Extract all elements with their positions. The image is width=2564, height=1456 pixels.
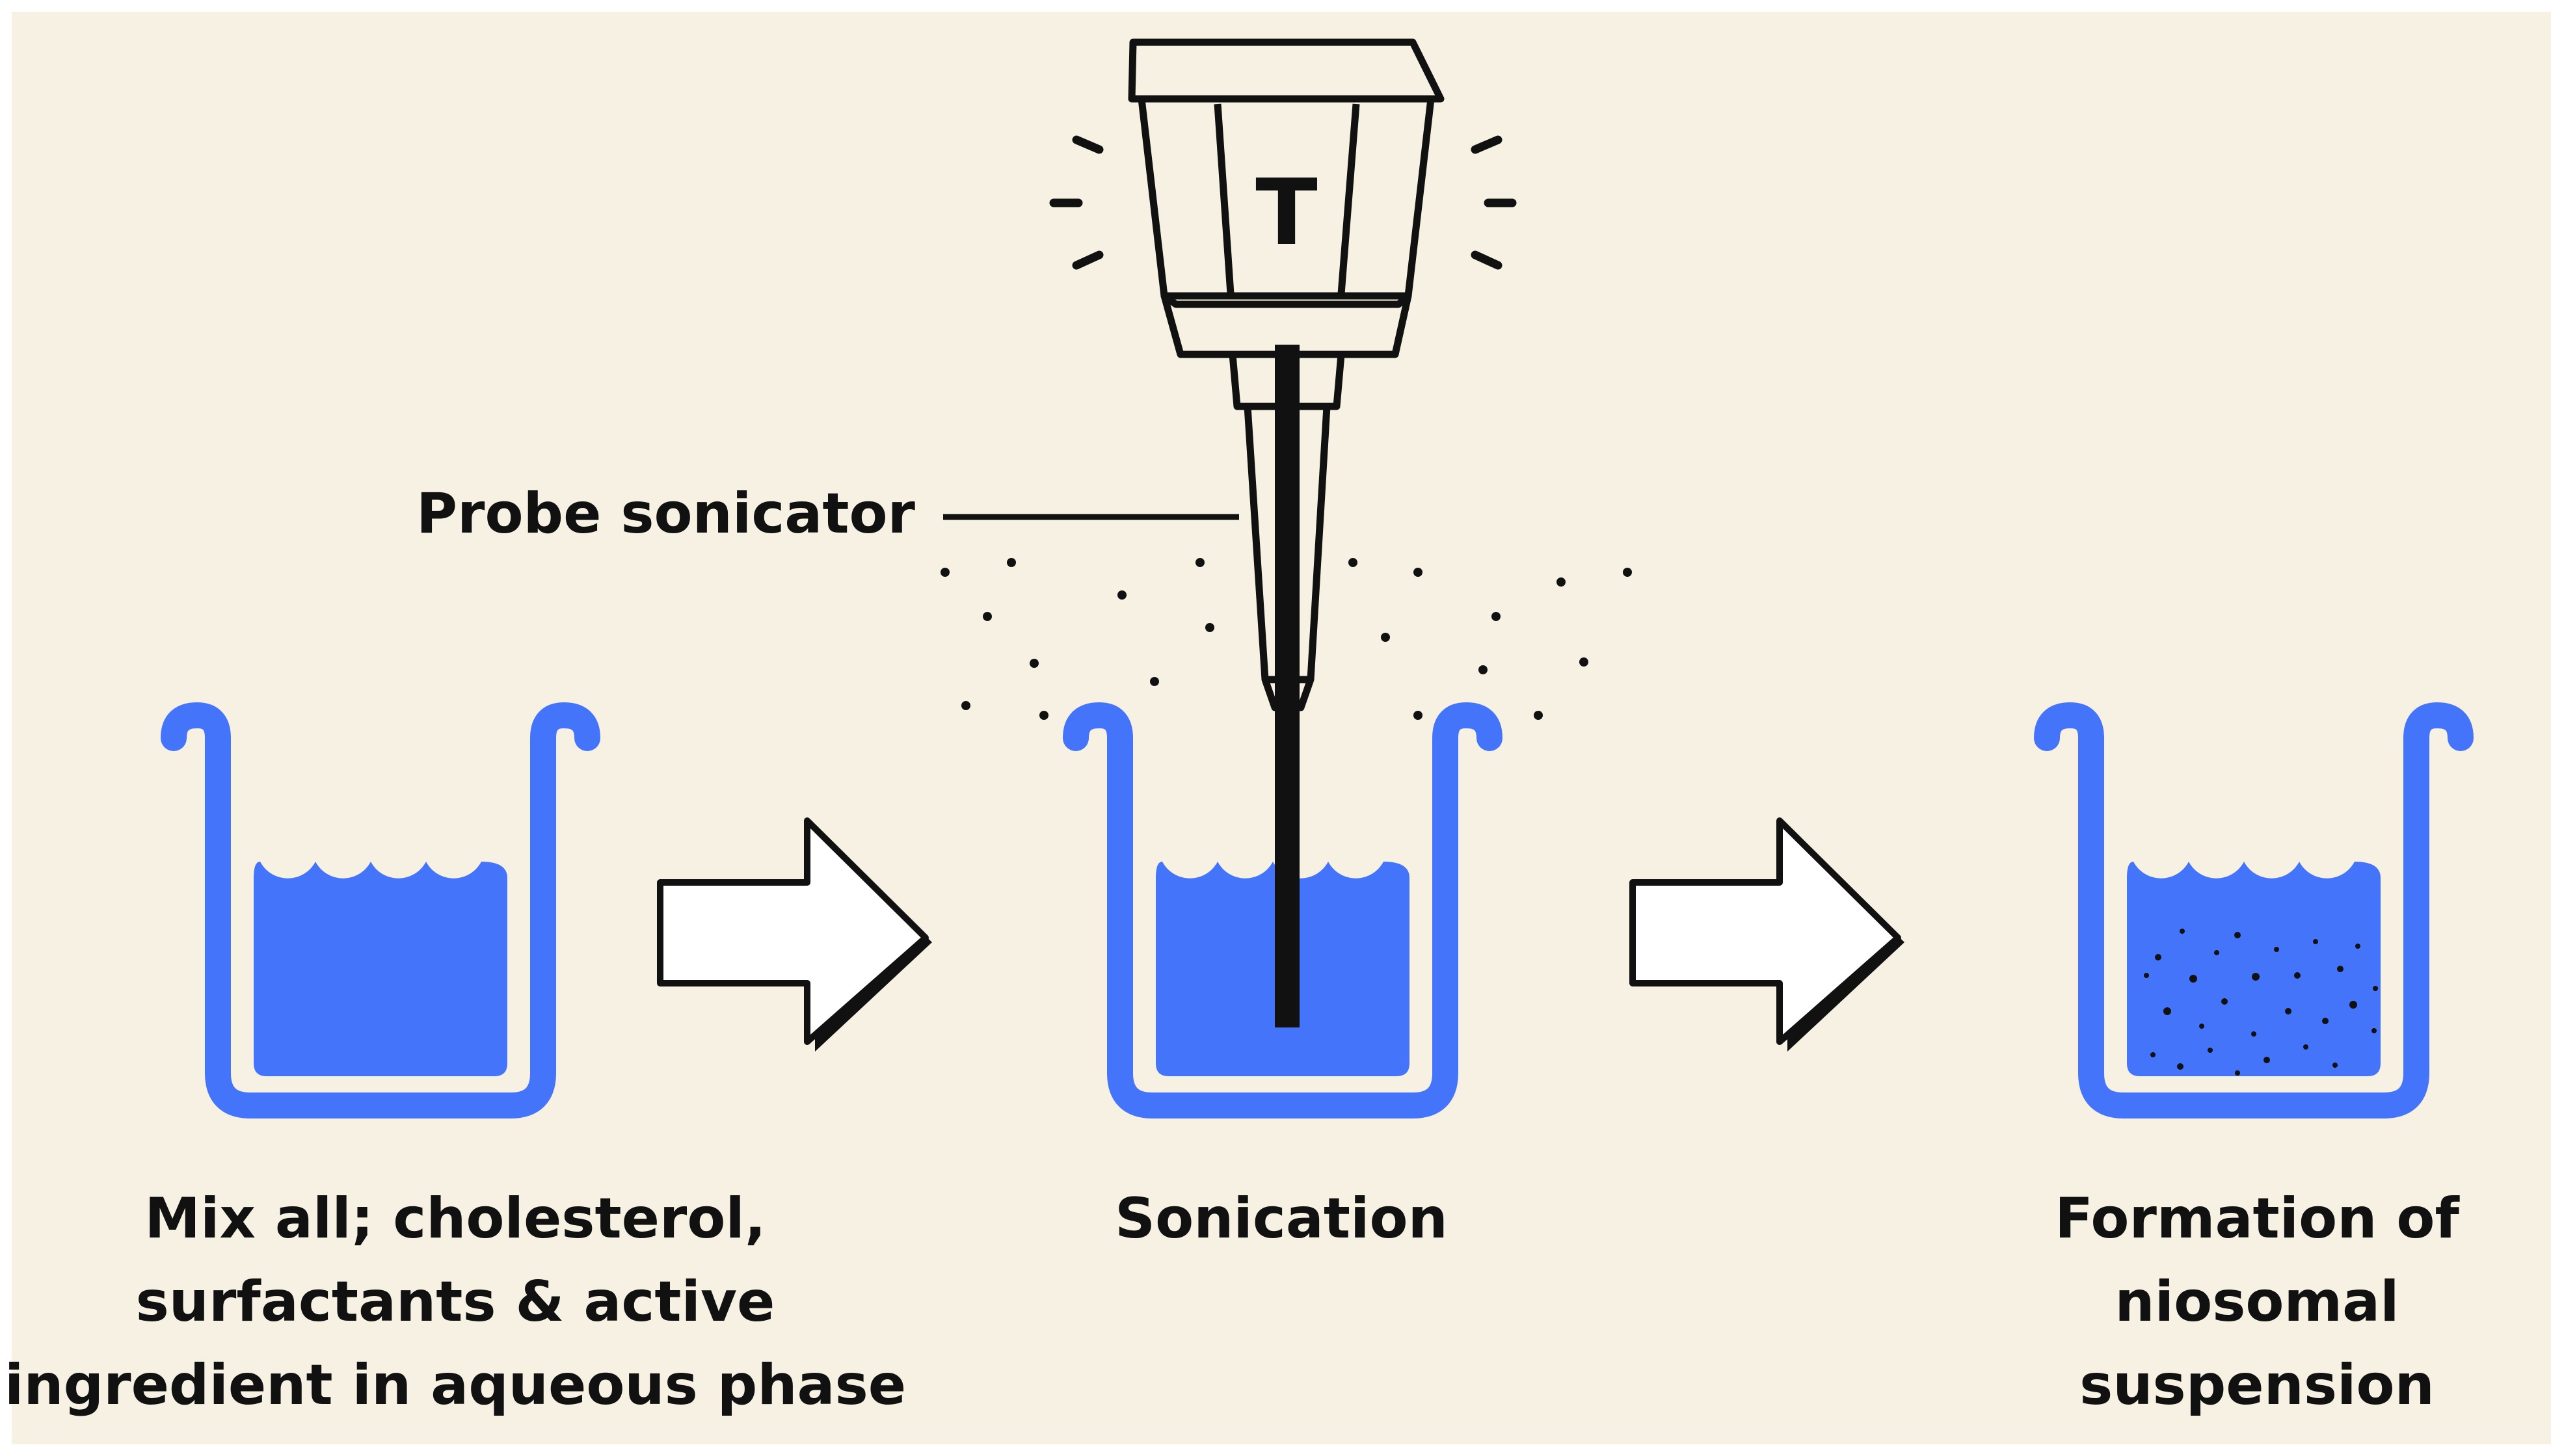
step-mix-line: ingredient in aqueous phase xyxy=(4,1353,907,1418)
step-suspension-line: niosomal xyxy=(2115,1269,2399,1334)
step-mix-label: Mix all; cholesterol, surfactants & acti… xyxy=(0,1177,911,1427)
step-mix-line: Mix all; cholesterol, xyxy=(144,1186,766,1251)
ultrasonic-dots xyxy=(941,558,1632,720)
step-mix-line: surfactants & active xyxy=(135,1269,775,1334)
probe-sonicator-icon: T xyxy=(1049,38,1517,1027)
sonicator-display-text: T xyxy=(1255,160,1318,266)
step-sonication-line: Sonication xyxy=(1115,1186,1448,1251)
step-sonication-label: Sonication xyxy=(1067,1177,1496,1260)
step-suspension-line: Formation of xyxy=(2055,1186,2459,1251)
niosome-particles xyxy=(2144,929,2378,1076)
step-suspension-label: Formation of niosomal suspension xyxy=(2003,1177,2511,1427)
probe-sonicator-label: Probe sonicator xyxy=(416,481,915,546)
step-suspension-line: suspension xyxy=(2079,1353,2435,1418)
